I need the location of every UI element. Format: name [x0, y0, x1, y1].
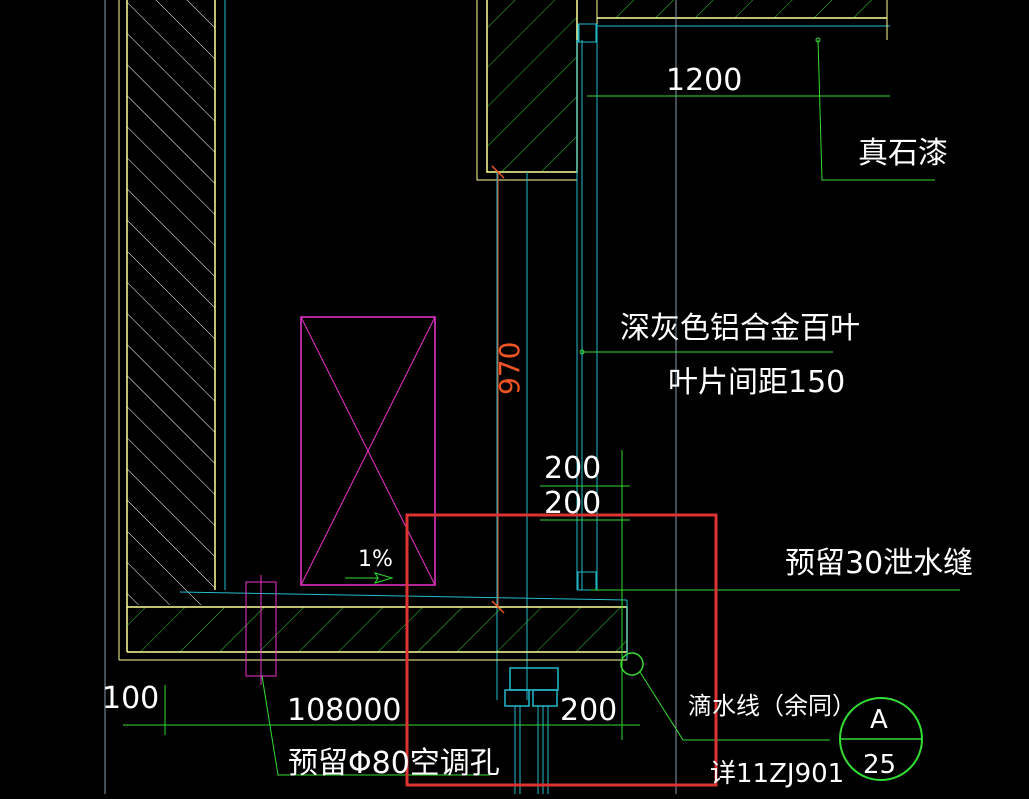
upper-beam — [476, 0, 890, 181]
louver-label: 深灰色铝合金百叶 — [620, 311, 860, 346]
drain-pipe — [504, 667, 559, 794]
drain-gap-label: 预留30泄水缝 — [785, 546, 973, 581]
dim-100-text: 100 — [102, 681, 159, 716]
dim-200-bottom-text: 200 — [560, 693, 617, 728]
leader-lines — [261, 37, 960, 776]
stone-paint-label: 真石漆 — [858, 136, 948, 171]
lower-slab — [119, 591, 628, 661]
louver-spacing-label: 叶片间距150 — [668, 365, 845, 400]
ac-unit — [245, 316, 436, 685]
detail-bubble-letter: A — [870, 705, 888, 735]
dim-970-text: 970 — [493, 342, 526, 395]
dim-1080-overlap-text: 108000 — [287, 693, 402, 728]
dim-200-a-text: 200 — [544, 451, 601, 486]
ac-hole-label: 预留Φ80空调孔 — [288, 746, 500, 781]
dim-200-b-text: 200 — [544, 486, 601, 521]
detail-ref-label: 详11ZJ901 — [710, 759, 844, 789]
left-wall — [104, 0, 226, 794]
detail-reference-bubble — [839, 697, 923, 781]
detail-bubble-sheet: 25 — [863, 750, 896, 780]
dimension-lines — [123, 95, 890, 740]
highlight-box[interactable] — [405, 513, 718, 787]
drip-line-label: 滴水线（余同） — [688, 692, 856, 720]
dim-1200-text: 1200 — [666, 63, 742, 98]
slope-label: 1% — [358, 547, 393, 572]
